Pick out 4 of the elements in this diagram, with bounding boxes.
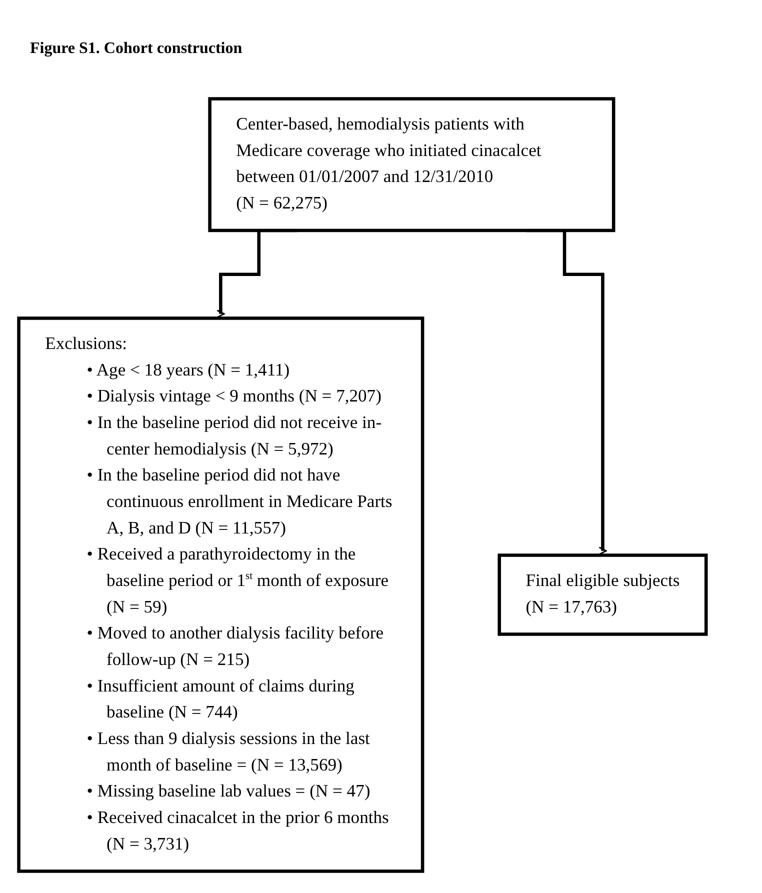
figure-title: Figure S1. Cohort construction bbox=[30, 40, 242, 58]
node-box: Final eligible subjects (N = 17,763) bbox=[498, 554, 708, 636]
node-box: Exclusions: • Age < 18 years (N = 1,411) • Dialysis vintage < 9 months (N = 7,207) • In the baseline period did not receive in-center hemodialysis (N = 5,972) • In the baseline period did not have continuous enrollment in Medicare Parts A, B, and D (N = 11,557) • Received a parathyroidectomy in the baseline period or 1$^{st}$ month of exposure (N = 59) • Moved to another dialysis facility before follow-up (N = 215) • Insufficient amount of claims during baseline (N = 744) • Less than 9 dialysis sessions in the last month of baseline = (N = 13,569) • Missing baseline lab values = (N = 47) • Received cinacalcet in the prior 6 months (N = 3,731) bbox=[17, 316, 424, 873]
node-box: Center-based, hemodialysis patients with Medicare coverage who initiated cinacalcet between 01/01/2007 and 12/31/2010 (N = 62,275) bbox=[208, 97, 616, 232]
